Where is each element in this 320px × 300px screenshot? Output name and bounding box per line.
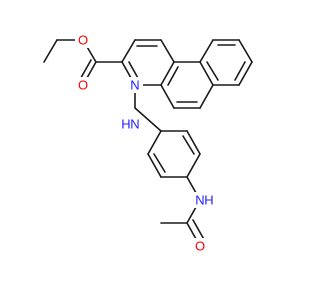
bond (238, 61, 253, 86)
structure-svg: N N H N H O O O (43, 32, 253, 254)
bond (234, 61, 246, 81)
bond (147, 130, 162, 155)
bond (186, 130, 201, 155)
ester-carbonyl-oxygen-label: O (78, 78, 88, 93)
bond (199, 84, 214, 109)
ring-nitrogen-label: N (130, 78, 139, 93)
molecule-diagram: N N H N H O O O (43, 32, 253, 254)
bond (199, 39, 214, 63)
bond (134, 107, 162, 132)
amide-carbonyl-oxygen-label: O (195, 239, 205, 254)
bond (160, 61, 175, 86)
bond (147, 153, 162, 178)
bonds (43, 39, 253, 247)
amine-hydrogen-label: H (121, 117, 130, 132)
bond (43, 39, 58, 63)
bond (199, 61, 214, 86)
bond (121, 39, 136, 63)
bond (160, 84, 175, 109)
bond (206, 61, 219, 81)
amine-nitrogen-label: N (130, 117, 139, 132)
amide-hydrogen-label: H (204, 193, 213, 208)
bond (153, 153, 166, 173)
ester-ether-oxygen-label: O (78, 33, 88, 48)
amide-nitrogen-label: N (195, 193, 204, 208)
bond (238, 39, 253, 63)
bond (160, 39, 175, 63)
atom-labels: N N H N H O O O (75, 32, 214, 254)
bond (167, 66, 179, 86)
bond (182, 135, 195, 155)
bond (186, 153, 201, 178)
